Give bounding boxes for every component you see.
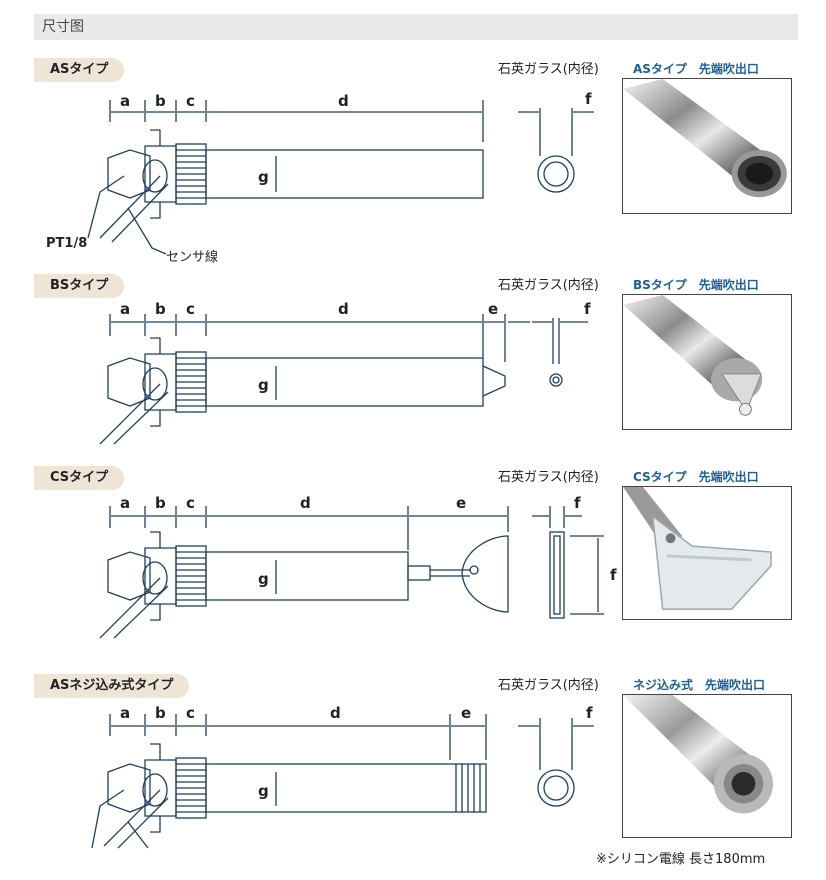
photo-label: BSタイプ 先端吹出口 [633,278,759,292]
quartz-label: 石英ガラス(内径) [498,470,599,485]
callout-pt18: PT1/8 [46,236,88,251]
tip-photo [622,78,792,214]
section-as: ASタイプ 石英ガラス(内径) ASタイプ 先端吹出口 [0,58,826,268]
dim-g: g [258,168,269,186]
dim-f-height: f [610,566,617,584]
bs-diagram: a b c d e g f [99,300,591,445]
section-badge: ASネジ込み式タイプ [34,674,190,698]
section-badge: ASタイプ [34,58,125,82]
dim-b: b [155,704,166,722]
dim-b: b [155,300,166,318]
tip-photo [622,486,792,620]
dim-d: d [338,300,349,318]
quartz-label: 石英ガラス(内径) [498,278,599,293]
photo-label: ASタイプ 先端吹出口 [633,62,759,76]
quartz-label: 石英ガラス(内径) [498,678,599,693]
bs-tip-photo-icon [623,295,763,416]
dim-g: g [258,570,269,588]
dim-b: b [155,92,166,110]
dim-c: c [186,704,195,722]
page-header: 尺寸图 [34,14,798,40]
photo-label: CSタイプ 先端吹出口 [633,470,759,484]
dim-e: e [488,300,498,318]
dim-e: e [461,704,471,722]
as-tip-photo-icon [623,79,787,198]
callout-sensor-wire: センサ線 [166,250,219,265]
section-bs: BSタイプ 石英ガラス(内径) BSタイプ 先端吹出口 [0,274,826,445]
dim-f: f [586,704,593,722]
dim-c: c [186,494,195,512]
dim-a: a [120,704,130,722]
dim-f: f [585,90,592,108]
dim-e: e [456,494,466,512]
section-badge: BSタイプ [34,274,125,298]
threaded-tip-photo-icon [623,695,774,814]
dim-d: d [330,704,341,722]
cs-tip-photo-icon [623,487,772,610]
dim-a: a [120,300,130,318]
dim-a: a [120,494,130,512]
dim-g: g [258,782,269,800]
photo-label: ネジ込み式 先端吹出口 [633,678,766,692]
section-as-threaded: ASネジ込み式タイプ 石英ガラス(内径) ネジ込み式 先端吹出口 [0,674,826,850]
dim-c: c [186,92,195,110]
tip-photo [622,294,792,430]
dim-g: g [258,376,269,394]
tip-photo [622,694,792,838]
cs-diagram: a b c d e g f f [99,494,617,639]
footnote: ※シリコン電線 長さ180mm [596,852,766,867]
section-cs: CSタイプ 石英ガラス(内径) CSタイプ 先端吹出口 [0,466,826,656]
as-diagram: a b c d g f [87,90,594,255]
dim-d: d [300,494,311,512]
section-badge: CSタイプ [34,466,125,490]
dim-f: f [574,494,581,512]
quartz-label: 石英ガラス(内径) [498,62,599,77]
threaded-diagram: a b c d e g f [91,704,594,849]
dim-b: b [155,494,166,512]
dim-f: f [584,300,591,318]
dim-d: d [338,92,349,110]
dim-a: a [120,92,130,110]
dim-c: c [186,300,195,318]
